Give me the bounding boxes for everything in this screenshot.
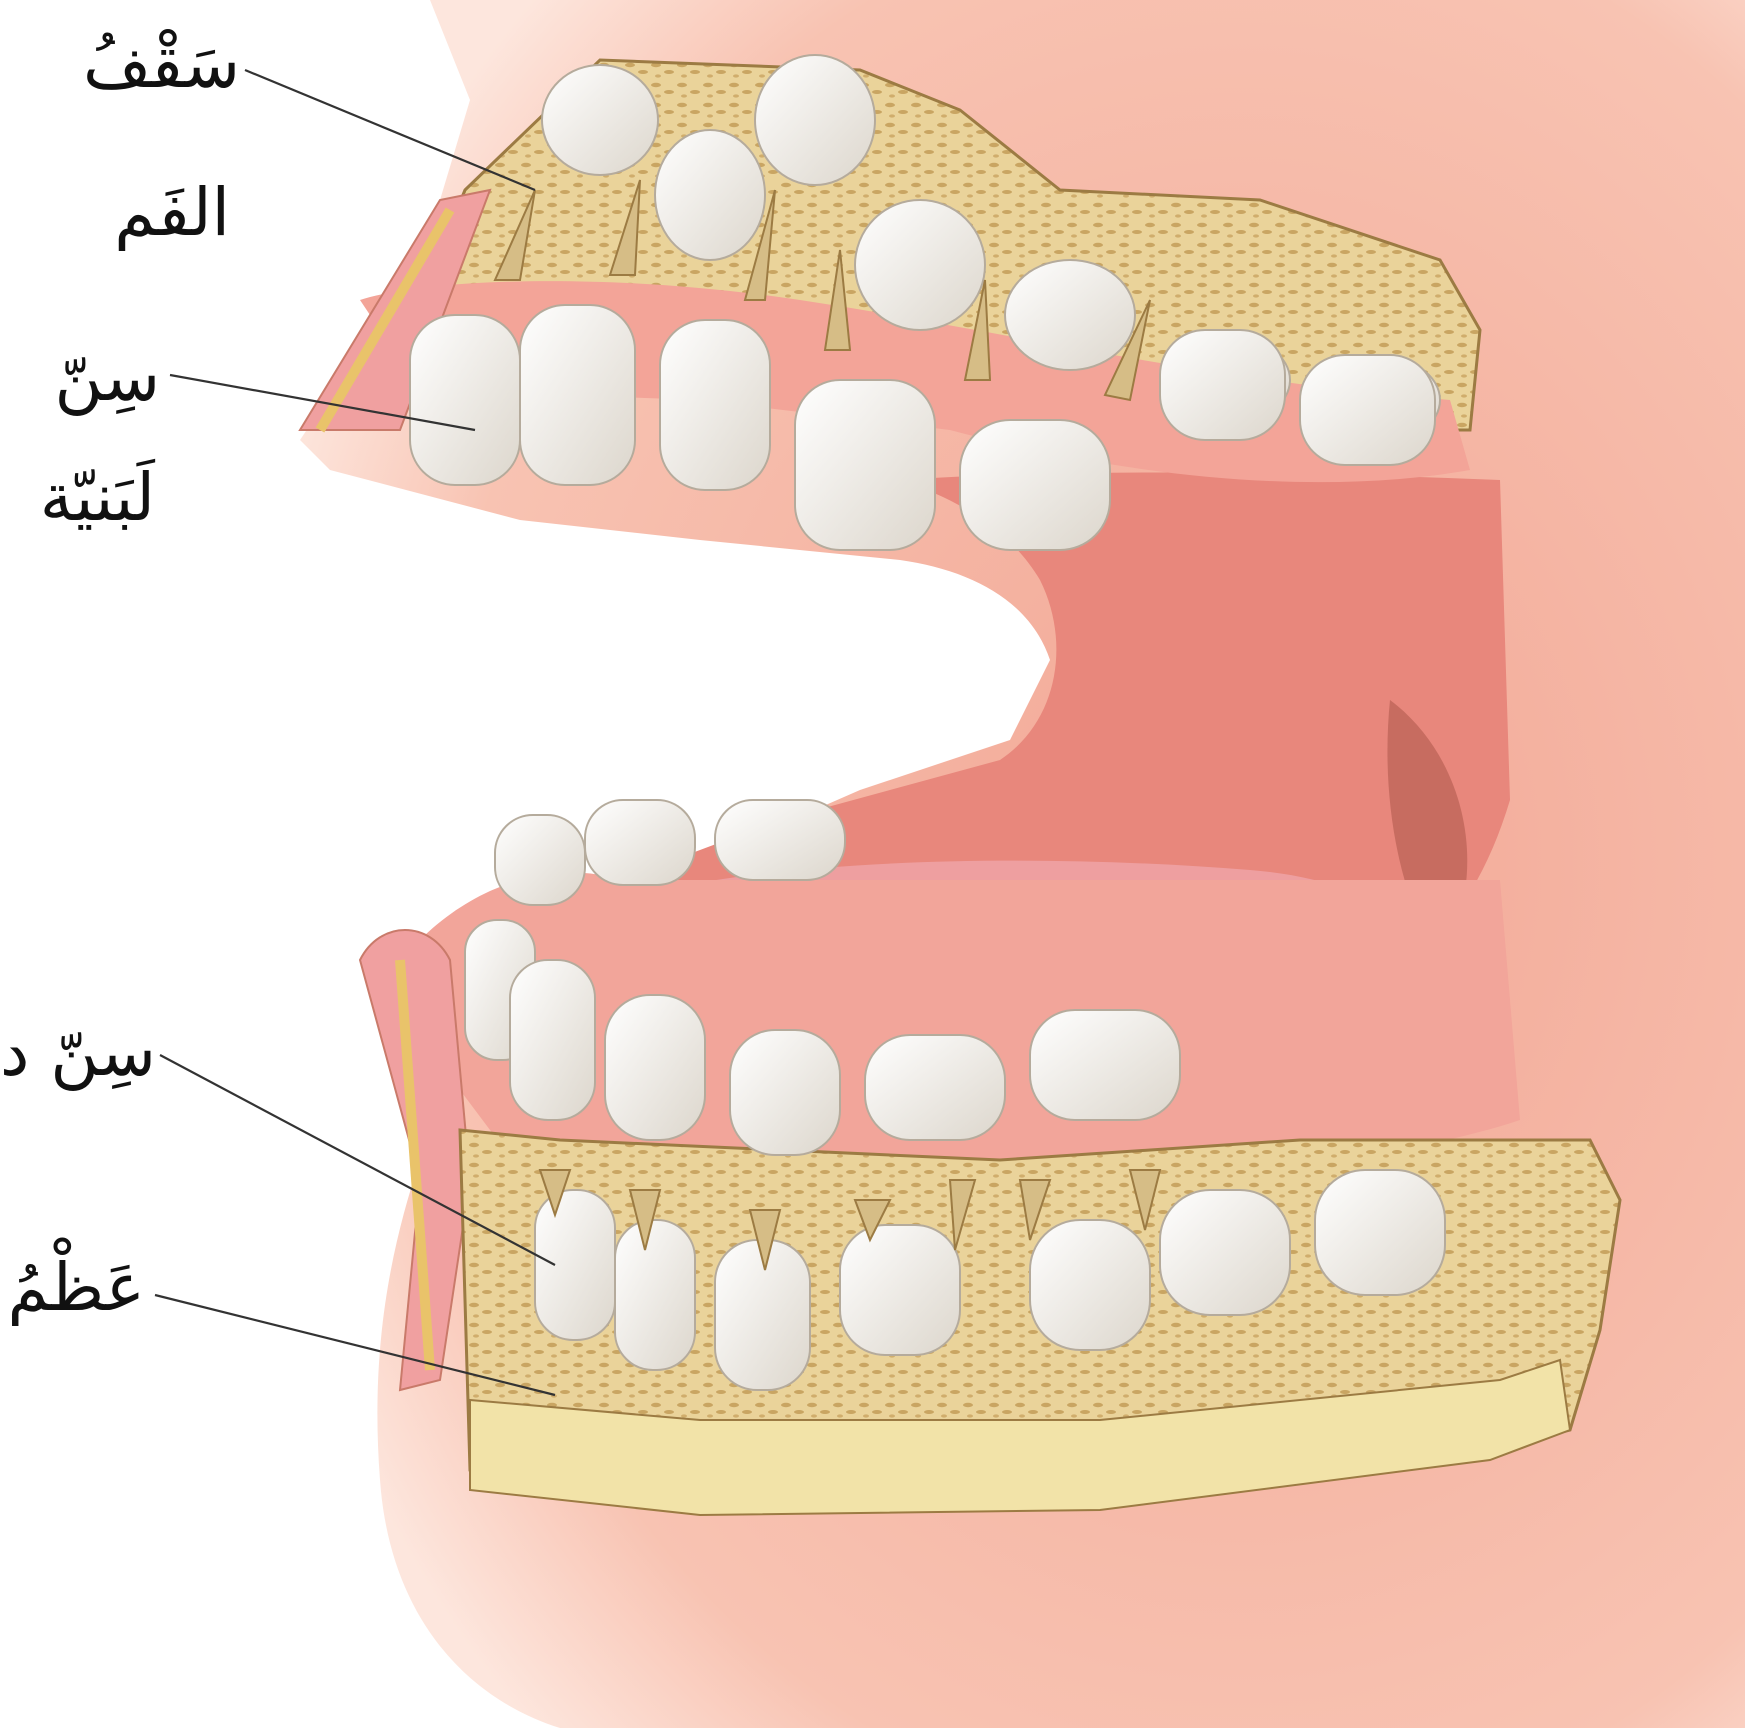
permanent-tooth bbox=[655, 130, 765, 260]
permanent-tooth bbox=[1315, 1170, 1445, 1295]
label-bone: عَظْمُ bbox=[8, 1255, 145, 1321]
milk-tooth bbox=[510, 960, 595, 1120]
milk-tooth bbox=[795, 380, 935, 550]
permanent-tooth bbox=[535, 1190, 615, 1340]
label-palate-line2: الفَم bbox=[114, 180, 230, 246]
milk-tooth bbox=[410, 315, 520, 485]
permanent-tooth bbox=[1160, 1190, 1290, 1315]
milk-tooth bbox=[715, 800, 845, 880]
milk-tooth bbox=[585, 800, 695, 885]
permanent-tooth bbox=[542, 65, 658, 175]
label-milk-tooth-line1: سِنّ bbox=[54, 345, 160, 411]
milk-tooth bbox=[865, 1035, 1005, 1140]
permanent-tooth bbox=[855, 200, 985, 330]
milk-tooth bbox=[520, 305, 635, 485]
permanent-tooth bbox=[1030, 1220, 1150, 1350]
permanent-tooth bbox=[1005, 260, 1135, 370]
milk-tooth bbox=[960, 420, 1110, 550]
milk-tooth bbox=[1030, 1010, 1180, 1120]
label-permanent-tooth: سِنّ د bbox=[0, 1020, 156, 1086]
milk-tooth bbox=[660, 320, 770, 490]
label-palate-line1: سَقْفُ bbox=[83, 32, 240, 98]
permanent-tooth bbox=[840, 1225, 960, 1355]
milk-tooth bbox=[1160, 330, 1285, 440]
label-milk-tooth-line2: لَبَنيّة bbox=[40, 465, 155, 531]
milk-tooth bbox=[1300, 355, 1435, 465]
milk-tooth bbox=[730, 1030, 840, 1155]
permanent-tooth bbox=[615, 1220, 695, 1370]
milk-tooth bbox=[495, 815, 585, 905]
permanent-tooth bbox=[755, 55, 875, 185]
milk-tooth bbox=[605, 995, 705, 1140]
